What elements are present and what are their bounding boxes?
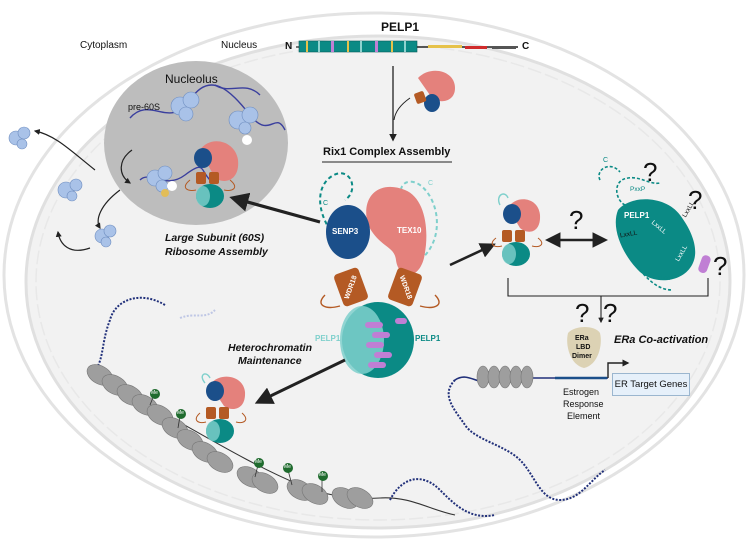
- me-label: Me: [284, 464, 291, 470]
- nucleolus-label: Nucleolus: [165, 72, 218, 86]
- heterochromatin-complex: [195, 373, 247, 443]
- me-label: Me: [151, 390, 158, 396]
- question-mark-2: ?: [643, 157, 658, 187]
- tail-c-left-label: C: [323, 200, 329, 207]
- senp3-label: SENP3: [332, 227, 359, 236]
- small-complex-top: [414, 70, 455, 112]
- me-label: Me: [319, 472, 326, 478]
- pxxp-motif-2: PxxP: [658, 275, 674, 282]
- arrow-to-ribosome: [229, 192, 321, 224]
- cytoplasm-label: Cytoplasm: [80, 40, 128, 51]
- ere-line3: Element: [567, 411, 601, 421]
- nucleus-label: Nucleus: [221, 40, 258, 51]
- era-dimer: [567, 327, 601, 368]
- ere-line2: Response: [563, 399, 604, 409]
- era-dna: [447, 359, 630, 502]
- question-mark-1: ?: [569, 205, 584, 235]
- heterochromatin-dna: [86, 296, 496, 517]
- era-bracket: [507, 278, 709, 324]
- era-dimer-line1: ERa: [575, 335, 589, 342]
- free-pelp1-label: PELP1: [624, 211, 650, 220]
- era-coactivation-label: ERa Co-activation: [614, 334, 709, 346]
- nucleolus-rix1-complex: [184, 141, 239, 208]
- tail-c-right-label: C: [428, 180, 434, 187]
- rix1-label: Rix1 Complex Assembly: [323, 146, 451, 158]
- free-pelp1-c-label: C: [603, 157, 609, 164]
- pre60s-particles: [146, 91, 259, 197]
- pxxp-motif-1: PxxP: [630, 186, 646, 193]
- rix1-main-complex: [319, 172, 440, 378]
- free-pelp1: [598, 165, 711, 291]
- ribosome-label-line1: Large Subunit (60S): [165, 232, 265, 244]
- pelp1-dark-label: PELP1: [415, 334, 441, 343]
- question-mark-4: ?: [713, 251, 728, 281]
- er-target-genes-box: ER Target Genes: [612, 373, 690, 396]
- arrow-to-era: [449, 243, 496, 267]
- pre60s-label: pre-60S: [128, 102, 161, 112]
- me-label: Me: [255, 459, 262, 465]
- question-mark-3: ?: [688, 185, 703, 215]
- export-arrows: [33, 129, 121, 251]
- heterochromatin-label-line1: Heterochromatin: [228, 342, 313, 354]
- era-dimer-line2: LBD: [576, 344, 591, 351]
- question-mark-5: ?: [575, 298, 590, 328]
- c-terminus-label: C: [522, 41, 530, 52]
- me-label: Me: [177, 410, 184, 416]
- question-mark-6: ?: [603, 298, 618, 328]
- ribosome-label-line2: Ribosome Assembly: [165, 246, 268, 258]
- ere-line1: Estrogen: [563, 387, 600, 397]
- pelp1-light-label: PELP1: [315, 334, 341, 343]
- arrow-to-heterochromatin: [254, 358, 346, 404]
- heterochromatin-label-line2: Maintenance: [238, 355, 302, 367]
- era-dimer-line3: Dimer: [572, 353, 592, 360]
- pelp1-title: PELP1: [381, 20, 420, 34]
- cytoplasm-ribosomes: [8, 126, 117, 248]
- n-terminus-label: N: [285, 41, 293, 52]
- pelp1-domain-bar: [298, 40, 518, 53]
- tex10-label: TEX10: [397, 226, 422, 235]
- right-small-complex: [491, 193, 543, 266]
- er-target-genes-label: ER Target Genes: [614, 379, 688, 390]
